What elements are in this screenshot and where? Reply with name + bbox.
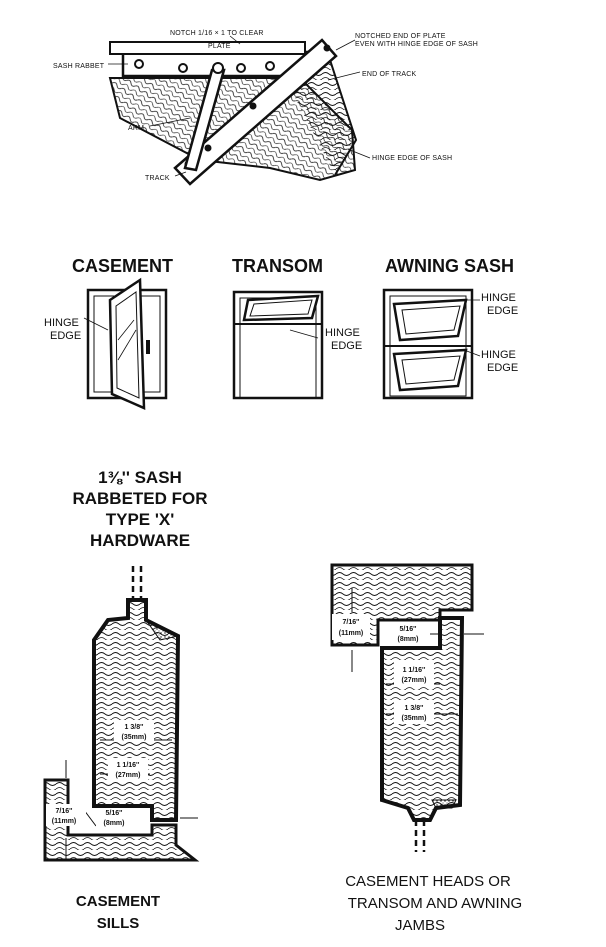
- notched-end-label-2: EVEN WITH HINGE EDGE OF SASH: [355, 41, 478, 48]
- head-dim-35: (35mm): [402, 715, 427, 722]
- casement-hinge-label: HINGE: [44, 317, 79, 329]
- transom-sash: [242, 294, 320, 322]
- plate-screws: [134, 59, 275, 73]
- sill-caption-1: CASEMENT: [76, 893, 160, 910]
- head-dim-8: (8mm): [397, 636, 418, 643]
- notch-label: NOTCH 1/16 × 1 TO CLEAR: [170, 30, 264, 37]
- transom-hinge-label: HINGE: [325, 327, 360, 339]
- head-caption-3: JAMBS: [395, 917, 445, 934]
- sill-dim-27: (27mm): [116, 772, 141, 779]
- head-section: 7/16'' (11mm) 5/16'' (8mm) 1 1/16'' (27m…: [330, 563, 522, 934]
- track: [173, 38, 338, 186]
- sill-dim-11: (11mm): [52, 818, 77, 825]
- casement-title: CASEMENT: [72, 256, 173, 276]
- sash-heading-line1: 1⅜'' SASH: [98, 468, 182, 487]
- sill-dim-1116: 1 1/16'': [117, 762, 140, 769]
- head-dim-716: 7/16'': [343, 619, 360, 626]
- arm-label: ARM: [128, 125, 144, 132]
- sash-heading: 1⅜'' SASH RABBETED FOR TYPE 'X' HARDWARE: [72, 468, 207, 550]
- awning-window: HINGE EDGE HINGE EDGE: [382, 288, 518, 400]
- notched-end-label-1: NOTCHED END OF PLATE: [355, 33, 446, 40]
- end-of-track-label: END OF TRACK: [362, 71, 417, 78]
- plate-label: PLATE: [208, 43, 231, 50]
- awning-title: AWNING SASH: [385, 256, 514, 276]
- awning-hinge-label-2: HINGE: [481, 349, 516, 361]
- sill-dim-138: 1 3/8'': [125, 724, 144, 731]
- track-arm-detail: NOTCH 1/16 × 1 TO CLEAR PLATE NOTCHED EN…: [53, 30, 478, 186]
- sill-dim-8: (8mm): [103, 820, 124, 827]
- sash-heading-line3: TYPE 'X': [106, 510, 175, 529]
- casement-edge-label: EDGE: [50, 330, 81, 342]
- sash-rabbet-label: SASH RABBET: [53, 63, 105, 70]
- track-label: TRACK: [145, 175, 170, 182]
- awning-edge-label-2: EDGE: [487, 362, 518, 374]
- head-caption-1: CASEMENT HEADS OR: [345, 873, 511, 890]
- head-dim-138: 1 3/8'': [405, 705, 424, 712]
- transom-edge-label: EDGE: [331, 340, 362, 352]
- sill-dim-516: 5/16'': [106, 810, 123, 817]
- casement-sash-open: [108, 277, 146, 410]
- transom-window: HINGE EDGE: [232, 290, 362, 400]
- casement-window: HINGE EDGE: [44, 277, 168, 410]
- sill-section: 1 3/8'' (35mm) 1 1/16'' (27mm) 7/16'' (1…: [43, 566, 200, 932]
- awning-edge-label-1: EDGE: [487, 305, 518, 317]
- sill-caption-2: SILLS: [97, 915, 140, 932]
- head-dim-516: 5/16'': [400, 626, 417, 633]
- head-dim-1116: 1 1/16'': [403, 667, 426, 674]
- sill-dim-35: (35mm): [122, 734, 147, 741]
- awning-hinge-label-1: HINGE: [481, 292, 516, 304]
- head-dim-27: (27mm): [402, 677, 427, 684]
- sash-heading-line2: RABBETED FOR: [72, 489, 207, 508]
- head-caption-2: TRANSOM AND AWNING: [348, 895, 522, 912]
- transom-title: TRANSOM: [232, 256, 323, 276]
- hinge-edge-sash-label: HINGE EDGE OF SASH: [372, 155, 452, 162]
- head-dim-11: (11mm): [339, 630, 364, 637]
- sill-dim-716: 7/16'': [56, 808, 73, 815]
- sash-heading-line4: HARDWARE: [90, 531, 190, 550]
